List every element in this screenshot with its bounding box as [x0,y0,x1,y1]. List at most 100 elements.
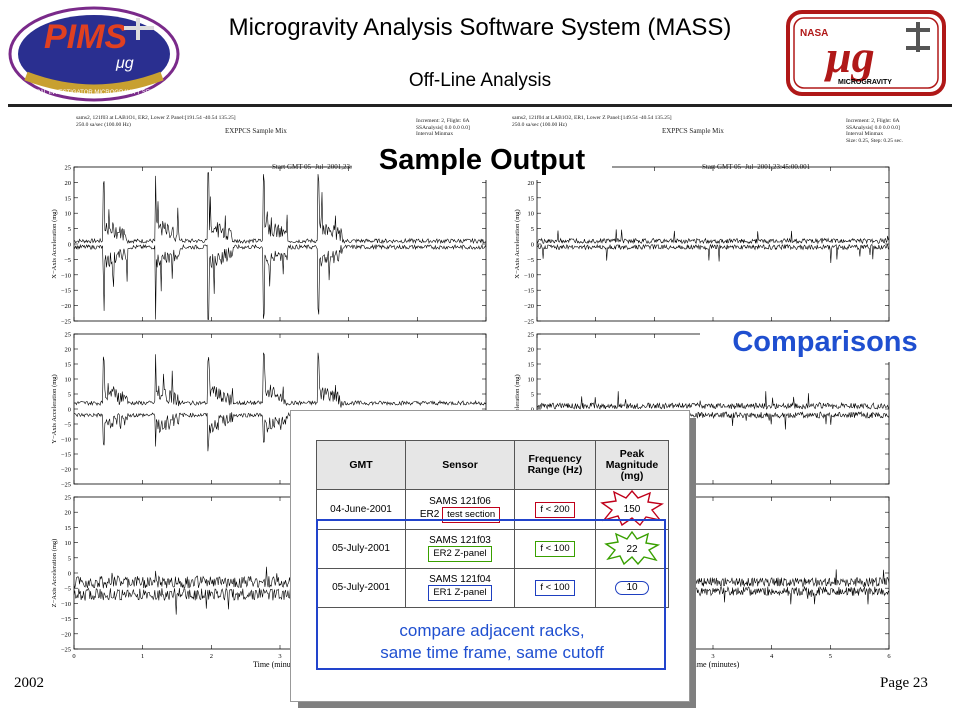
y-tick-label: 15 [65,362,72,369]
x-tick-label: 2 [210,653,213,660]
y-tick-label: 10 [528,377,535,384]
sensor-rack: ER2 [419,508,440,520]
x-tick-label: 5 [829,653,832,660]
right-meta-line1: sams2, 121f04 at LAB1O2, ER1, Lower Z Pa… [512,115,672,121]
series-line [73,243,487,320]
y-tick-label: −25 [61,482,71,489]
header-divider [8,104,952,107]
left-plot-meta-left: sams2, 121f03 at LAB1O1, ER2, Lower Z Pa… [76,115,316,128]
right-xlabel: Time (minutes) [690,660,740,669]
y-tick-label: 10 [65,211,72,218]
sensor-id: SAMS 121f06 [429,495,491,507]
peak-oval: 10 [615,581,649,595]
y-tick-label: −5 [64,586,71,593]
y-tick-label: −15 [61,616,71,623]
y-tick-label: −15 [61,452,71,459]
left-plot-meta-center: EXPPCS Sample Mix [225,127,287,135]
y-tick-label: −5 [527,257,534,264]
y-axis-label: Y−Axis Acceleration (mg) [514,374,521,443]
y-tick-label: −25 [61,319,71,326]
frequency-box: f < 200 [535,501,575,518]
left-meta-right2: SSAnalysis[ 0.0 0.0 0.0] [416,124,470,131]
page-subtitle: Off-Line Analysis [408,70,552,91]
peak-value: 22 [626,544,638,555]
pims-logo-mark: μg [115,55,134,72]
sensor-location: ER1 Z-panel [406,585,514,601]
col-peak-line1: Peak [619,447,645,460]
left-meta-line1: sams2, 121f03 at LAB1O1, ER2, Lower Z Pa… [76,115,236,121]
col-frequency-line2: Range (Hz) [527,464,583,476]
adjacent-racks-highlight [316,519,666,670]
y-tick-label: 20 [65,347,72,354]
y-tick-label: 5 [68,392,71,399]
right-meta-right4: Size: 0.25, Step: 0.25 sec. [846,137,903,144]
y-tick-label: 5 [531,392,534,399]
left-xlabel: Time (minutes) [253,660,303,669]
table-row: 05-July-2001 SAMS 121f03 ER2 Z-panel f <… [316,529,669,569]
col-peak-line2: Magnitude [605,458,659,471]
cell-frequency: f < 100 [514,529,596,569]
pims-logo: PIMS μg PRINCIPAL INVESTIGATOR MICROGRAV… [6,4,182,104]
y-tick-label: −10 [524,272,534,279]
right-plot-meta-right: Increment: 2, Flight: 6A SSAnalysis[ 0.0… [846,118,956,144]
right-meta-line2: 250.0 sa/sec (100.00 Hz) [512,121,567,128]
sensor-id: SAMS 121f04 [429,574,491,585]
col-gmt: GMT [316,440,406,490]
y-tick-label: 15 [528,362,535,369]
y-tick-label: −20 [61,631,71,638]
x-tick-label: 3 [278,653,281,660]
y-tick-label: 10 [65,377,72,384]
microgravity-logo: NASA μg MICROGRAVITY [786,10,946,96]
cell-sensor: SAMS 121f03 ER2 Z-panel [405,529,515,569]
y-tick-label: −15 [61,288,71,295]
sensor-location-box: ER1 Z-panel [428,585,492,601]
y-tick-label: 0 [68,407,71,414]
y-tick-label: −15 [524,288,534,295]
y-tick-label: 15 [65,525,72,532]
y-tick-label: 25 [65,165,72,172]
y-tick-label: −10 [61,601,71,608]
comparisons-label: Comparisons [700,322,950,362]
y-tick-label: 25 [528,332,535,339]
peak-value: 150 [624,504,641,515]
right-meta-right3: Interval Minmax [846,131,884,137]
series-line [536,391,890,410]
y-tick-label: 10 [65,540,72,547]
y-tick-label: 5 [531,226,534,233]
pims-logo-text: PIMS [44,18,127,56]
y-tick-label: −10 [61,437,71,444]
right-meta-right2: SSAnalysis[ 0.0 0.0 0.0] [846,124,900,131]
y-tick-label: 20 [65,180,72,187]
y-tick-label: 5 [68,226,71,233]
pims-logo-ring: PRINCIPAL INVESTIGATOR MICROGRAVITY SERV… [16,90,172,96]
y-axis-label: Y−Axis Acceleration (mg) [51,374,58,443]
callout-note-line1: compare adjacent racks, [399,621,585,640]
table-row: 05-July-2001 SAMS 121f04 ER1 Z-panel f <… [316,568,669,608]
y-tick-label: −5 [64,422,71,429]
burst-green-icon: 22 [604,530,661,565]
page-title: Microgravity Analysis Software System (M… [228,14,732,41]
cell-peak: 22 [595,529,669,569]
series-line [73,172,487,245]
series-line [536,229,890,245]
col-sensor-label: Sensor [442,458,478,471]
y-axis-label: X−Axis Acceleration (mg) [51,209,58,278]
burst-red-icon: 150 [600,489,665,527]
nasa-text: NASA [800,28,828,39]
left-meta-right1: Increment: 2, Flight: 6A [416,118,470,124]
cell-gmt: 05-July-2001 [316,529,406,569]
plot-frame [73,166,487,322]
y-tick-label: 15 [65,195,72,202]
right-plot-meta-left: sams2, 121f04 at LAB1O2, ER1, Lower Z Pa… [512,115,752,128]
left-meta-right3: Interval Minmax [416,131,454,137]
sensor-location-box: ER2 Z-panel [428,546,492,562]
y-tick-label: −25 [524,319,534,326]
microgravity-logo-mark: μg [824,31,875,82]
frequency-box: f < 100 [535,580,575,596]
footer-year: 2002 [14,675,44,691]
cell-gmt: 04-June-2001 [316,489,406,530]
plot-frame [536,166,890,322]
sensor-location: ER2 Z-panel [406,546,514,562]
